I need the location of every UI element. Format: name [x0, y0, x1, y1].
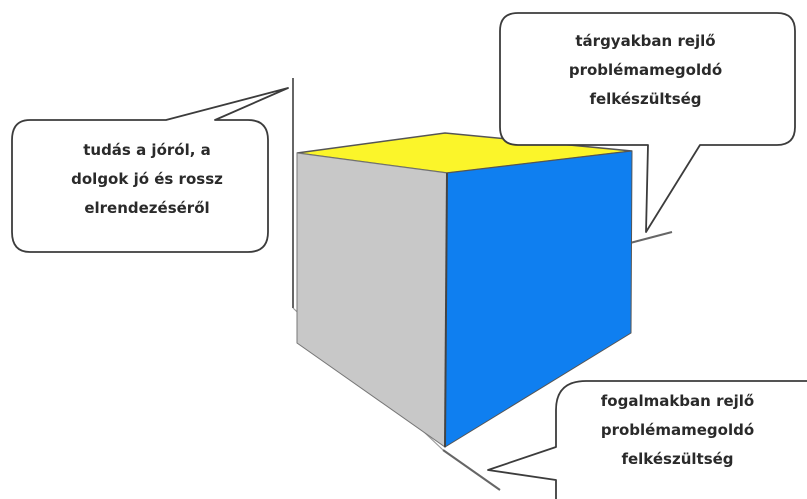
callout-left-line-1: tudás a jóról, a [83, 141, 211, 159]
callout-text-left: tudás a jóról, a dolgok jó és rossz elre… [27, 136, 267, 223]
callout-text-bottom: fogalmakban rejlő problémamegoldó felkés… [548, 387, 807, 474]
callout-bubble-bottom [487, 380, 807, 499]
callout-bottom-line-2: problémamegoldó [600, 421, 755, 439]
callout-top-line-3: felkészültség [589, 90, 702, 108]
callout-text-top: tárgyakban rejlő problémamegoldó felkész… [503, 27, 788, 114]
callout-top-line-2: problémamegoldó [568, 61, 723, 79]
cube-front-edge [444, 172, 448, 448]
callout-bubble-left [11, 87, 289, 253]
callout-bottom-line-3: felkészültség [621, 450, 734, 468]
callout-left-line-3: elrendezéséről [84, 199, 210, 217]
right-axis-line [629, 231, 673, 244]
callout-bottom-line-1: fogalmakban rejlő [600, 392, 755, 410]
diagonal-axis-line [442, 449, 501, 491]
callout-left-line-2: dolgok jó és rossz [71, 170, 223, 188]
callout-bubble-top [499, 12, 796, 233]
cube-side-face [296, 152, 448, 448]
callout-top-line-1: tárgyakban rejlő [575, 32, 716, 50]
